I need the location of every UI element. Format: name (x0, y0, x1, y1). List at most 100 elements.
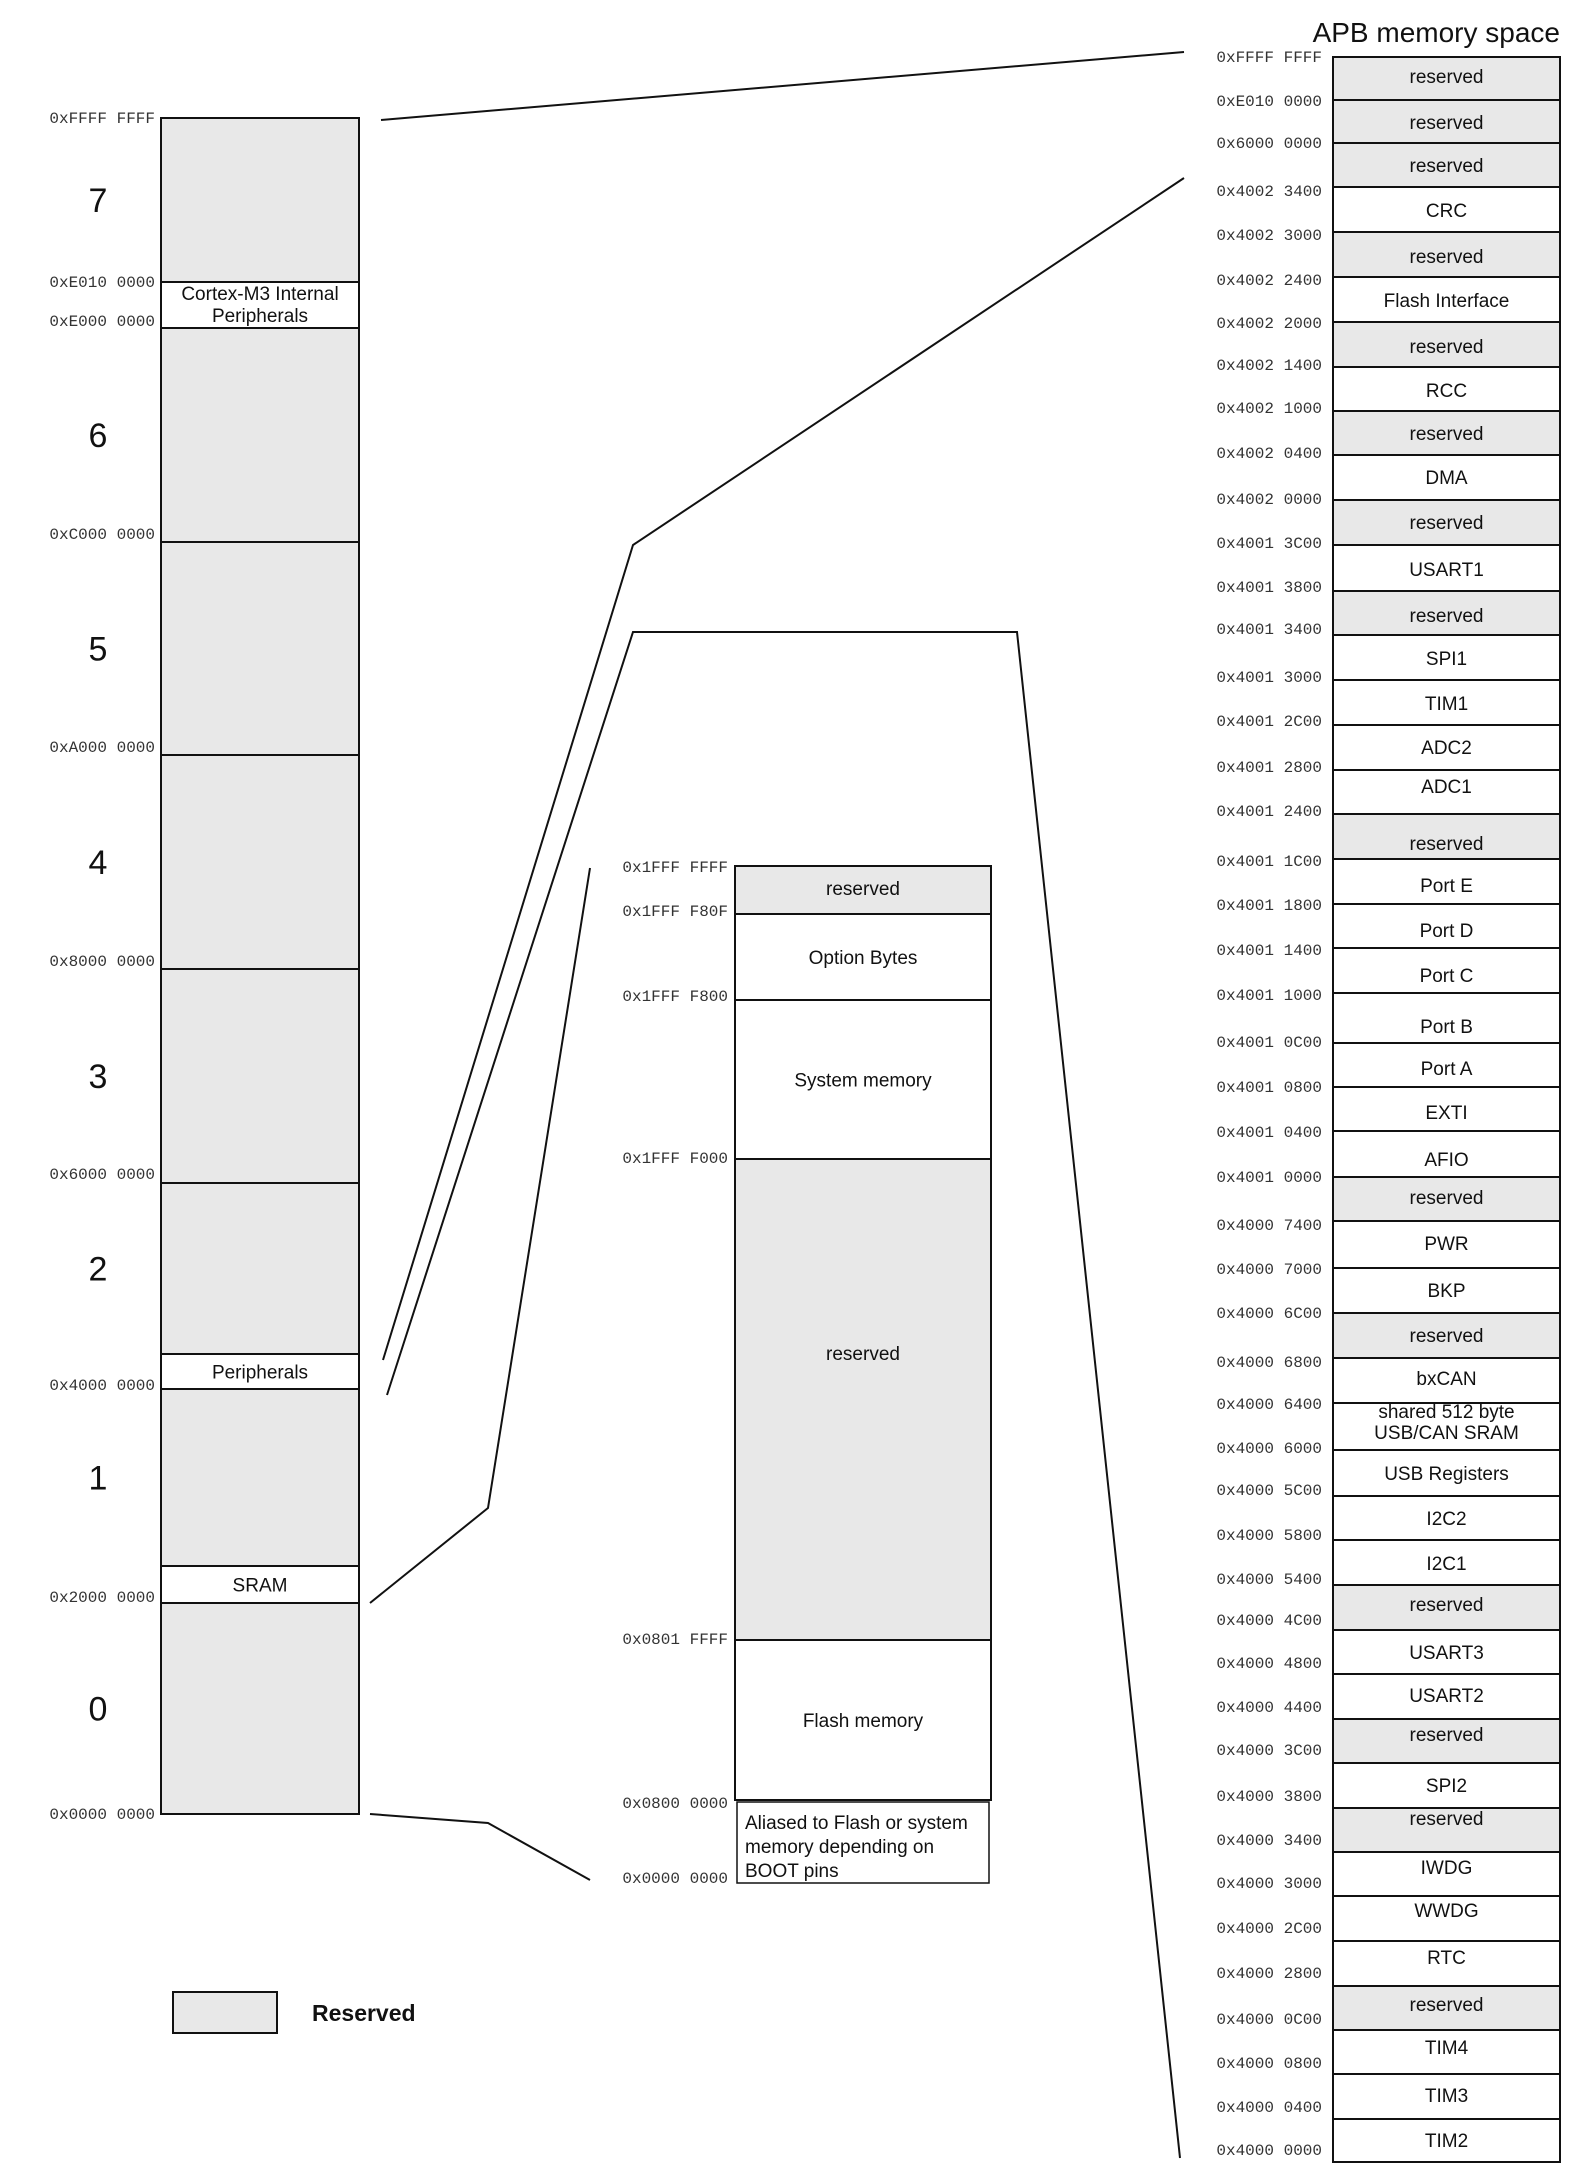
apb-address-label: 0xE010 0000 (1216, 93, 1322, 111)
apb-block-label: reserved (1410, 337, 1484, 358)
main-address-label: 0x4000 0000 (49, 1377, 155, 1395)
region-number: 7 (89, 182, 108, 220)
apb-block-reserved (1332, 142, 1561, 188)
apb-block-label: reserved (1410, 1809, 1484, 1830)
main-address-label: 0xE010 0000 (49, 274, 155, 292)
main-address-label: 0x8000 0000 (49, 953, 155, 971)
apb-block-label: TIM1 (1425, 694, 1468, 715)
apb-block-label: reserved (1410, 606, 1484, 627)
apb-address-label: 0x4000 7400 (1216, 1217, 1322, 1235)
main-block-reserved (160, 1388, 360, 1567)
main-block-cortex-m3-internal-peripherals (160, 281, 360, 329)
apb-block-label: RTC (1427, 1948, 1466, 1969)
apb-block-reserved (1332, 99, 1561, 144)
connector-top (380, 51, 1185, 121)
apb-block-label: reserved (1410, 834, 1484, 855)
mid-block-label: reserved (826, 1344, 900, 1365)
apb-block-reserved (1332, 410, 1561, 456)
apb-block-exti (1332, 1086, 1561, 1132)
mid-block-label: Option Bytes (809, 948, 918, 969)
apb-block-rcc (1332, 366, 1561, 412)
apb-block-label: USART1 (1409, 560, 1484, 581)
apb-block-crc (1332, 186, 1561, 233)
apb-address-label: 0x4001 3000 (1216, 669, 1322, 687)
region-number: 2 (89, 1251, 108, 1289)
mid-block-label: Flash memory (803, 1711, 924, 1732)
apb-address-label: 0x4001 3C00 (1216, 535, 1322, 553)
apb-block-port-d (1332, 903, 1561, 949)
apb-block-label: Port D (1420, 921, 1474, 942)
apb-address-label: 0x4001 3800 (1216, 579, 1322, 597)
legend-swatch (172, 1991, 278, 2034)
apb-address-label: 0x4000 3C00 (1216, 1742, 1322, 1760)
apb-address-label: 0x4000 3000 (1216, 1875, 1322, 1893)
apb-block-flash-interface (1332, 276, 1561, 323)
apb-address-label: 0x4001 2800 (1216, 759, 1322, 777)
apb-block-label: IWDG (1421, 1858, 1473, 1879)
apb-block-label: reserved (1410, 1995, 1484, 2016)
apb-address-label: 0x4000 0C00 (1216, 2011, 1322, 2029)
apb-block-label: RCC (1426, 381, 1467, 402)
apb-address-label: 0x4000 5400 (1216, 1571, 1322, 1589)
apb-block-label: CRC (1426, 201, 1467, 222)
apb-block-label: USART3 (1409, 1643, 1484, 1664)
main-block-reserved (160, 117, 360, 283)
mid-address-label: 0x1FFF F000 (622, 1150, 728, 1168)
apb-block-label: USART2 (1409, 1686, 1484, 1707)
apb-address-label: 0x4000 0800 (1216, 2055, 1322, 2073)
apb-block-label: TIM2 (1425, 2131, 1468, 2152)
apb-address-label: 0x4000 2800 (1216, 1965, 1322, 1983)
apb-address-label: 0x4000 6000 (1216, 1440, 1322, 1458)
region-number: 0 (89, 1691, 108, 1729)
apb-block-label: TIM3 (1425, 2086, 1468, 2107)
region-number: 5 (89, 631, 108, 669)
apb-address-label: 0x4000 6800 (1216, 1354, 1322, 1372)
apb-block-port-c (1332, 947, 1561, 994)
apb-block-reserved (1332, 1176, 1561, 1222)
apb-block-label: reserved (1410, 247, 1484, 268)
apb-block-afio (1332, 1130, 1561, 1178)
apb-block-wwdg (1332, 1895, 1561, 1942)
legend: Reserved (172, 1991, 416, 2034)
apb-address-label: 0x4001 1000 (1216, 987, 1322, 1005)
apb-address-label: 0x4000 6C00 (1216, 1305, 1322, 1323)
apb-block-label: EXTI (1425, 1103, 1467, 1124)
apb-block-label: TIM4 (1425, 2038, 1469, 2059)
apb-block-label: ADC2 (1421, 738, 1472, 759)
apb-block-label: reserved (1410, 1188, 1484, 1209)
apb-address-label: 0x4002 2400 (1216, 272, 1322, 290)
apb-block-port-a (1332, 1042, 1561, 1088)
apb-block-tim2 (1332, 2118, 1561, 2163)
mid-address-label: 0x1FFF F80F (622, 903, 728, 921)
mid-address-label: 0x1FFF F800 (622, 988, 728, 1006)
apb-address-label: 0x4000 4C00 (1216, 1612, 1322, 1630)
mid-block-reserved (734, 1158, 992, 1641)
apb-block-label: reserved (1410, 1595, 1484, 1616)
main-address-label: 0xE000 0000 (49, 313, 155, 331)
region-number: 6 (89, 417, 108, 455)
apb-block-adc1 (1332, 769, 1561, 815)
apb-address-label: 0x4000 0000 (1216, 2142, 1322, 2160)
apb-block-dma (1332, 454, 1561, 501)
apb-block-usart2 (1332, 1673, 1561, 1720)
apb-block-label: Port B (1420, 1017, 1473, 1038)
apb-block-usart3 (1332, 1629, 1561, 1675)
apb-memory-map: reservedreservedreservedCRCreservedFlash… (1216, 49, 1561, 2163)
apb-block-reserved (1332, 590, 1561, 636)
apb-block-reserved (1332, 231, 1561, 278)
main-block-label: SRAM (233, 1576, 288, 1597)
legend-label: Reserved (312, 2000, 416, 2026)
apb-block-label: Port C (1420, 966, 1474, 987)
apb-block-port-e (1332, 858, 1561, 905)
main-address-label: 0x6000 0000 (49, 1166, 155, 1184)
alias-box (736, 1801, 990, 1884)
apb-block-label: reserved (1410, 156, 1484, 177)
apb-block-label: ADC1 (1421, 777, 1472, 798)
apb-block-label: Port A (1421, 1059, 1473, 1080)
connector-sram-top (369, 867, 591, 1604)
apb-block-label: reserved (1410, 67, 1484, 88)
main-block-reserved (160, 968, 360, 1184)
apb-block-tim3 (1332, 2073, 1561, 2120)
